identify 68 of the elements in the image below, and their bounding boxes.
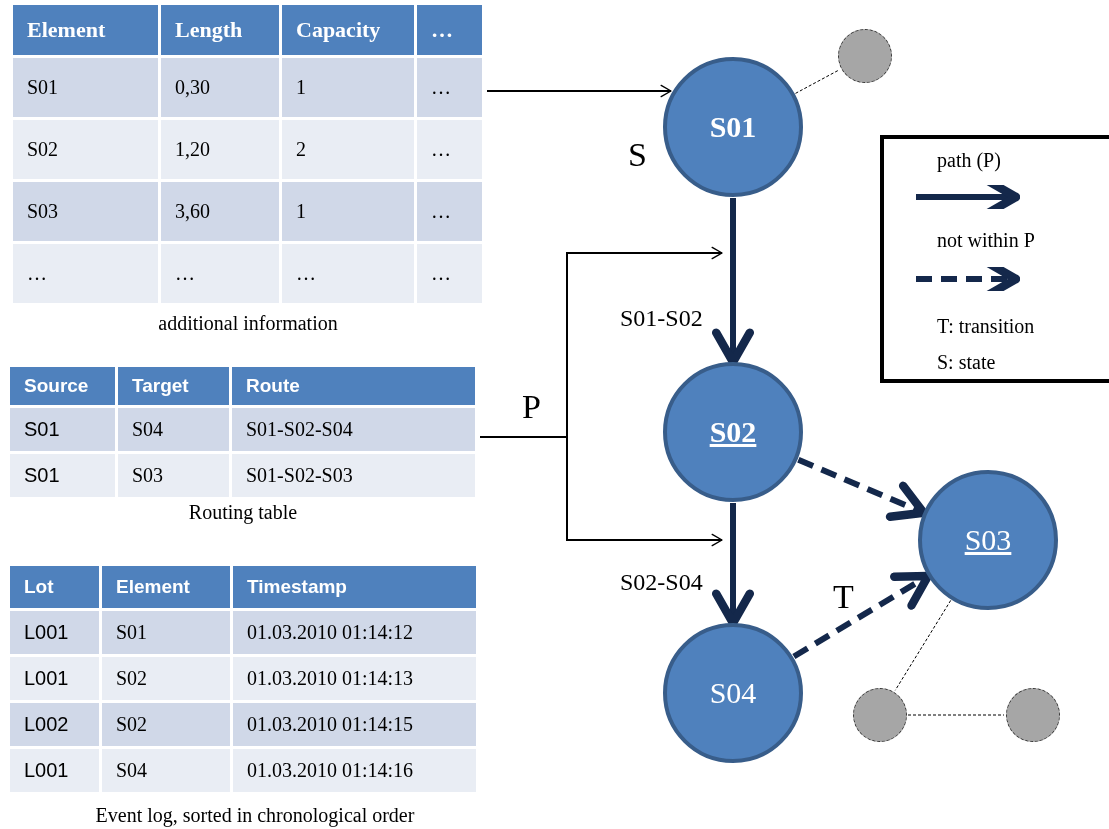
table-cell: L001 [10,611,99,654]
table-cell: S01-S02-S03 [232,454,475,497]
table-cell: S02 [102,703,230,746]
thick-arrow [792,571,933,660]
table-cell: S04 [102,749,230,792]
table-cell: 3,60 [161,182,279,241]
dashed-line [907,714,1005,716]
empty-circle [838,29,892,83]
table-cell: 1,20 [161,120,279,179]
legend-label: not within P [937,229,1035,252]
data-table [10,2,485,306]
header-cell: Element [13,5,158,55]
header-cell: … [417,5,482,55]
dashed-line [795,69,840,94]
data-table [7,364,478,500]
table-caption: additional information [158,312,338,335]
table-caption: Routing table [188,501,298,524]
table-cell: 1 [282,58,414,117]
header-cell: Timestamp [233,566,476,608]
table-cell: … [282,244,414,303]
header-cell: Length [161,5,279,55]
state-label: S01 [709,110,757,144]
table-cell: S03 [118,454,229,497]
data-table [7,563,479,795]
header-cell: Lot [10,566,99,608]
table-cell: S04 [118,408,229,451]
table-cell: … [417,182,482,241]
dashed-line [894,599,952,691]
table-cell: … [161,244,279,303]
table-cell: S01 [13,58,158,117]
table-cell: L002 [10,703,99,746]
table-cell: … [13,244,158,303]
table-cell: 01.03.2010 01:14:16 [233,749,476,792]
table-cell: 2 [282,120,414,179]
table-cell: 01.03.2010 01:14:13 [233,657,476,700]
header-cell: Target [118,367,229,405]
state-label: S04 [709,676,757,710]
table-cell: L001 [10,749,99,792]
legend-label: path (P) [937,149,1001,172]
empty-circle [1006,688,1060,742]
table-cell: S02 [13,120,158,179]
table-cell: 01.03.2010 01:14:12 [233,611,476,654]
table-cell: S01 [102,611,230,654]
arrow [479,436,723,547]
header-cell: Route [232,367,475,405]
table-cell: 1 [282,182,414,241]
table-cell: S02 [102,657,230,700]
table-cell: S01 [10,408,115,451]
table-cell: … [417,58,482,117]
arrow [486,84,672,98]
table-cell: S01-S02-S04 [232,408,475,451]
table-cell: 0,30 [161,58,279,117]
table-cell: S03 [13,182,158,241]
legend-label: T: transition [937,315,1035,338]
legend-label: S: state [937,351,996,374]
table-caption: Event log, sorted in chronological order [95,804,415,827]
header-cell: Element [102,566,230,608]
table-cell: 01.03.2010 01:14:15 [233,703,476,746]
table-cell: … [417,244,482,303]
thick-arrow [797,456,928,521]
header-cell: Capacity [282,5,414,55]
table-cell: … [417,120,482,179]
empty-circle [853,688,907,742]
state-label: S02 [709,415,757,449]
state-label: S03 [964,523,1012,557]
table-cell: S01 [10,454,115,497]
table-cell: L001 [10,657,99,700]
header-cell: Source [10,367,115,405]
